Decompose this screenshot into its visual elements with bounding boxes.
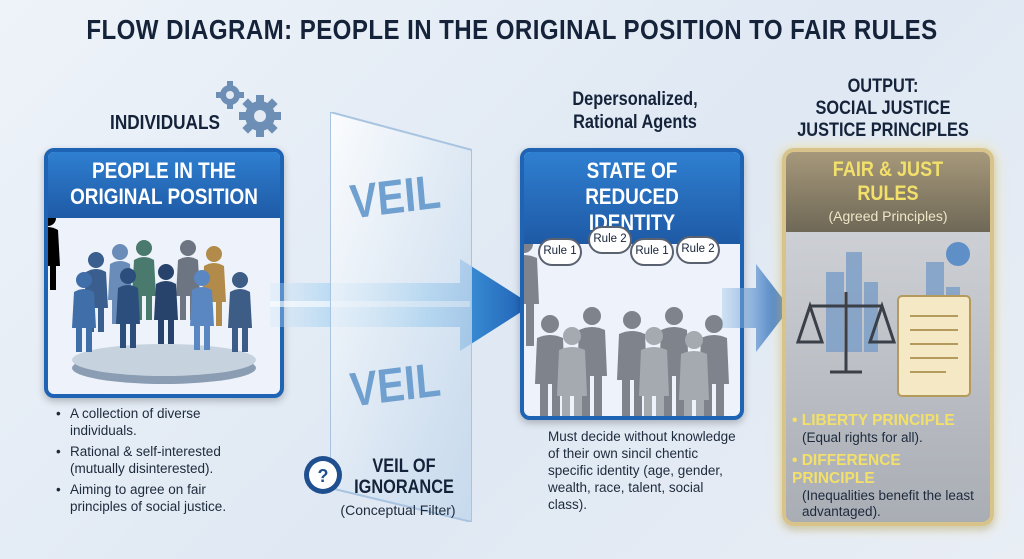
bullet-item: A collection of diverse individuals. [56,405,256,439]
individuals-bullet-list: A collection of diverse individuals. Rat… [56,405,256,519]
fair-just-rules-header: FAIR & JUST RULES (Agreed Principles) [786,152,990,232]
veil-text-top: VEIL [347,165,443,230]
agents-illustration [524,235,729,416]
original-position-card: PEOPLE IN THE ORIGINAL POSITION [44,148,284,398]
reduced-identity-title: STATE OF REDUCED IDENTITY [524,152,740,244]
thought-bubble: Rule 2 [676,236,720,264]
depersonalized-agents-label: Depersonalized, Rational Agents [572,89,698,133]
principle-item: • DIFFERENCE PRINCIPLE (Inequalities ben… [792,452,982,520]
principle-title: DIFFERENCE PRINCIPLE [792,452,901,487]
veil-panel [330,112,472,522]
people-group-illustration [48,210,256,384]
thought-bubble: Rule 1 [630,238,674,266]
veil-subtitle: (Conceptual Filter) [340,502,456,518]
globe-icon [946,242,970,266]
output-label: OUTPUT: SOCIAL JUSTICE JUSTICE PRINCIPLE… [797,76,969,141]
principle-item: • LIBERTY PRINCIPLE (Equal rights for al… [792,412,982,446]
question-bubble-icon: ? [304,456,342,494]
bullet-item: Rational & self-interested (mutually dis… [56,443,256,477]
principle-description: (Inequalities benefit the least advantag… [802,488,974,519]
original-position-title: PEOPLE IN THE ORIGINAL POSITION [48,152,280,218]
flow-arrow-2 [722,264,790,352]
thought-bubble: Rule 2 [588,226,632,254]
individuals-label: INDIVIDUALS [110,112,220,134]
reduced-identity-card: STATE OF REDUCED IDENTITY [520,148,744,420]
fair-just-rules-subtitle: (Agreed Principles) [828,208,948,224]
justice-illustration [795,242,971,397]
reduced-identity-description: Must decide without knowledge of their o… [548,429,736,512]
fair-just-rules-title: FAIR & JUST RULES [832,158,944,205]
scroll-icon [897,295,971,397]
scales-icon [795,292,897,374]
svg-text:?: ? [318,466,329,486]
thought-bubble: Rule 1 [538,238,582,266]
principles-list: • LIBERTY PRINCIPLE (Equal rights for al… [792,412,982,520]
diagram-title: FLOW DIAGRAM: PEOPLE IN THE ORIGINAL POS… [86,14,938,45]
principle-title: LIBERTY PRINCIPLE [801,412,955,429]
gears-icon [216,81,281,137]
bullet-item: Aiming to agree on fair principles of so… [56,481,256,515]
fair-just-rules-card: FAIR & JUST RULES (Agreed Principles) [782,148,994,526]
principle-description: (Equal rights for all). [802,430,923,445]
veil-of-ignorance-title: VEIL OF IGNORANCE [354,456,454,498]
veil-text-bottom: VEIL [347,353,443,418]
